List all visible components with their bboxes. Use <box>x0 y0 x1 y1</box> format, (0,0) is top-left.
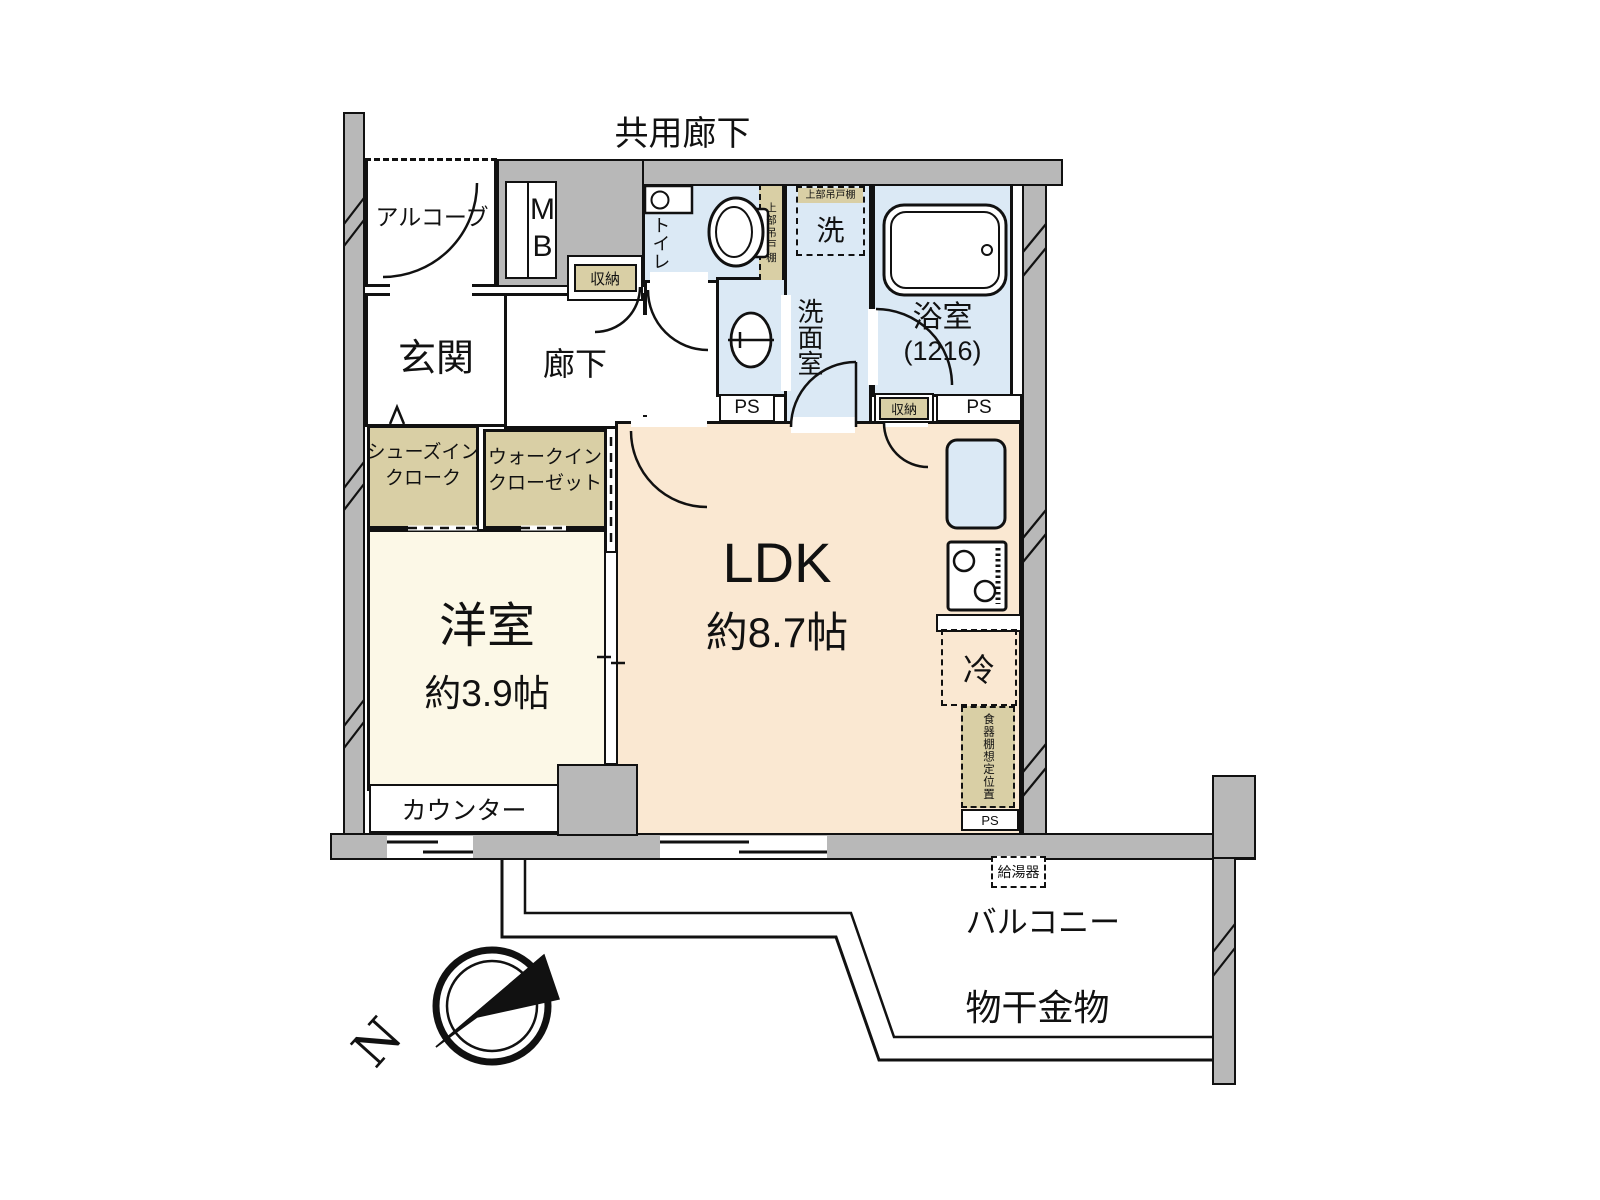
toilet-shelf-label: 上部吊戸棚 <box>765 201 778 265</box>
ldk-size-label: 約8.7帖 <box>705 608 849 656</box>
cupboard-label: 食器棚想定位置 <box>982 713 994 801</box>
storage-hall-box: 収納 <box>573 264 637 292</box>
wall-left <box>343 112 365 839</box>
doorway-entrance <box>390 279 472 297</box>
water-heater-label: 給湯器 <box>997 864 1040 880</box>
storage-hall-frame: 収納 <box>567 255 643 301</box>
compass-icon <box>432 946 560 1066</box>
washer-shelf-label: 上部吊戸棚 <box>798 188 863 203</box>
room-western <box>367 529 607 791</box>
bathroom-label: 浴室 <box>912 300 973 334</box>
compass-north-label: N <box>341 1006 414 1079</box>
ldk-label: LDK <box>722 530 832 594</box>
doorway-toilet <box>650 272 708 285</box>
wall-balcony-right-top <box>1212 775 1256 859</box>
balcony-label: バルコニー <box>965 905 1121 941</box>
ps-kitchen-label: PS <box>981 812 999 828</box>
doorway-vanity <box>781 295 791 391</box>
meter-box: MB <box>526 181 559 279</box>
counter-box: カウンター <box>369 784 559 833</box>
entrance-label: 玄関 <box>397 338 474 381</box>
ps-kitchen-box: PS <box>961 809 1019 831</box>
storage-ldk-box: 収納 <box>879 396 929 420</box>
doorway-bathroom <box>868 309 878 385</box>
window-western <box>387 836 473 858</box>
western-room-size-label: 約3.9帖 <box>424 672 550 714</box>
shoes-closet-label-1: シューズイン <box>366 442 480 464</box>
room-entrance <box>365 293 507 427</box>
counter-label: カウンター <box>401 796 527 825</box>
meter-box-side <box>505 181 529 279</box>
walk-in-closet-label-1: ウォークイン <box>487 447 602 469</box>
storage-ldk-frame: 収納 <box>874 393 934 423</box>
window-ldk <box>660 836 827 858</box>
shoes-closet-label-2: クローク <box>384 468 461 490</box>
refrigerator-box: 冷 <box>941 629 1017 706</box>
alcove-label: アルコーブ <box>375 203 489 230</box>
walk-in-closet-label-2: クローゼット <box>487 473 602 495</box>
cupboard-box: 食器棚想定位置 <box>961 706 1015 808</box>
water-heater-box: 給湯器 <box>991 856 1046 888</box>
wall-balcony-right <box>1212 857 1236 1085</box>
ps-washroom-label: PS <box>734 397 760 418</box>
wall-right <box>1022 184 1047 837</box>
washroom-vanity-area <box>716 277 787 397</box>
washer-label: 洗 <box>816 214 845 246</box>
washer-box: 上部吊戸棚 洗 <box>796 186 865 256</box>
refrigerator-label: 冷 <box>962 651 995 688</box>
corridor-label: 廊下 <box>542 345 607 382</box>
doorway-corridor-vestibule <box>642 315 652 415</box>
room-shoes-in-closet <box>367 425 479 529</box>
wall-pillar <box>557 764 638 836</box>
ps-bath-box: PS <box>936 394 1022 422</box>
common-corridor-label: 共用廊下 <box>614 115 751 154</box>
laundry-hardware-label: 物干金物 <box>965 987 1110 1029</box>
bathroom-size-label: (1216) <box>903 336 982 367</box>
kitchen-counter-edge <box>936 614 1022 632</box>
western-room-label: 洋室 <box>438 600 535 654</box>
ps-bath-label: PS <box>966 397 992 418</box>
toilet-label: トイレ <box>650 216 671 270</box>
ps-washroom-box: PS <box>719 394 775 422</box>
room-toilet-vestibule <box>644 277 722 429</box>
doorway-ldk <box>631 417 707 427</box>
compass-needle-light <box>435 954 545 1048</box>
room-walk-in-closet <box>483 429 607 529</box>
doorway-washroom <box>791 417 855 433</box>
compass-needle-dark <box>435 953 560 1048</box>
washroom-label: 洗面室 <box>793 298 824 376</box>
meter-box-label: MB <box>526 193 559 267</box>
